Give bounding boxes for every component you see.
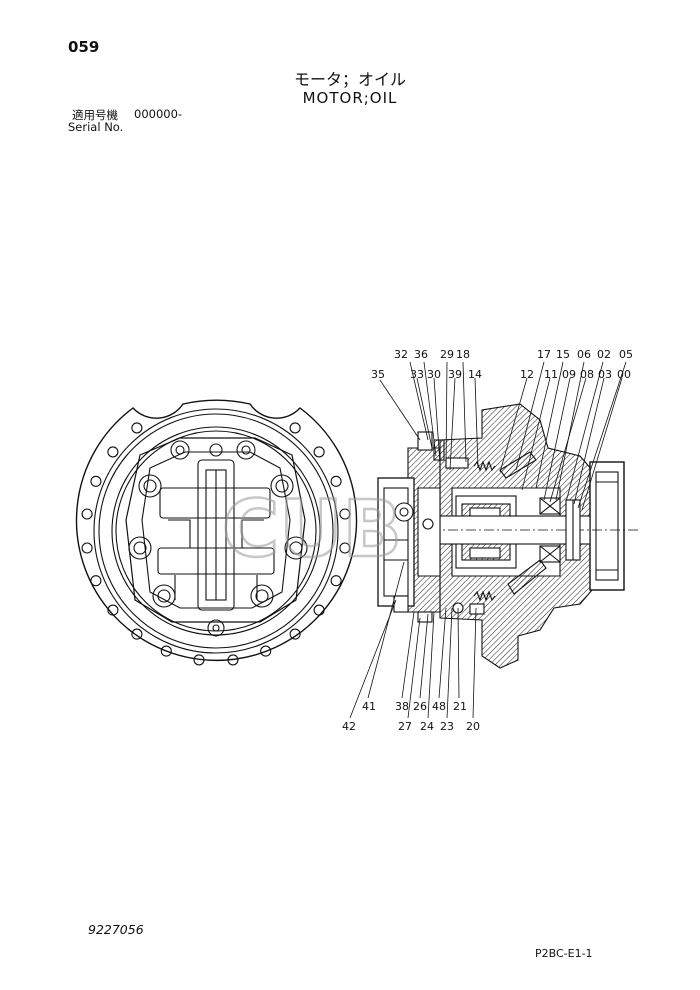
- callout-24: 24: [420, 720, 434, 733]
- callout-08: 08: [580, 368, 594, 381]
- callout-11: 11: [544, 368, 558, 381]
- callout-32: 32: [394, 348, 408, 361]
- bolt-hole: [339, 508, 351, 520]
- leader-lines: [349, 361, 627, 719]
- bolt-hole: [90, 475, 102, 487]
- callout-18: 18: [456, 348, 470, 361]
- callout-02: 02: [597, 348, 611, 361]
- callout-23: 23: [440, 720, 454, 733]
- bolt-hole: [193, 654, 205, 666]
- callout-30: 30: [427, 368, 441, 381]
- drawing-number: 9227056: [88, 922, 144, 937]
- front-view: [75, 399, 358, 666]
- callout-17: 17: [537, 348, 551, 361]
- callout-26: 26: [413, 700, 427, 713]
- callout-42: 42: [342, 720, 356, 733]
- callout-12: 12: [520, 368, 534, 381]
- callout-05: 05: [619, 348, 633, 361]
- title-japanese: モータ；オイル: [293, 70, 406, 89]
- callout-06: 06: [577, 348, 591, 361]
- bolt-hole: [330, 575, 342, 587]
- bolt-hole: [289, 422, 301, 434]
- callout-38: 38: [395, 700, 409, 713]
- section-view: [377, 403, 640, 669]
- bolt-hole: [260, 645, 272, 657]
- callout-35: 35: [371, 368, 385, 381]
- callout-21: 21: [453, 700, 467, 713]
- bolt-ring: [81, 422, 351, 666]
- callout-15: 15: [556, 348, 570, 361]
- page-number: 059: [68, 38, 100, 56]
- bolt-hole: [81, 508, 93, 520]
- callout-09: 09: [562, 368, 576, 381]
- callout-39: 39: [448, 368, 462, 381]
- callout-14: 14: [468, 368, 482, 381]
- bolt-hole: [107, 446, 119, 458]
- bolt-hole: [339, 542, 351, 554]
- bolt-hole: [107, 604, 119, 616]
- bolt-hole: [131, 422, 143, 434]
- bolt-hole: [313, 604, 325, 616]
- bolt-hole: [131, 628, 143, 640]
- watermark: CUB: [222, 485, 402, 575]
- callout-27: 27: [398, 720, 412, 733]
- serial-number-label: Serial No.: [68, 120, 124, 134]
- callout-41: 41: [362, 700, 376, 713]
- bolt-hole: [330, 475, 342, 487]
- callout-00: 00: [617, 368, 631, 381]
- bolt-hole: [289, 628, 301, 640]
- callout-33: 33: [410, 368, 424, 381]
- callout-20: 20: [466, 720, 480, 733]
- bolt-hole: [81, 542, 93, 554]
- bolt-hole: [160, 645, 172, 657]
- page-code: P2BC-E1-1: [535, 947, 593, 960]
- applicable-model-value: 000000-: [134, 107, 183, 121]
- callout-48: 48: [432, 700, 446, 713]
- callout-36: 36: [414, 348, 428, 361]
- bolt-hole: [313, 446, 325, 458]
- applicable-model-label: 適用号機: [72, 108, 118, 122]
- callout-03: 03: [598, 368, 612, 381]
- front-bosses: [128, 440, 308, 637]
- callout-labels: 32 36 29 18 35 33 30 39 14 17 15 06 02 0…: [342, 348, 633, 733]
- bolt-hole: [227, 654, 239, 666]
- bolt-hole: [90, 575, 102, 587]
- title-english: MOTOR;OIL: [302, 89, 398, 107]
- callout-29: 29: [440, 348, 454, 361]
